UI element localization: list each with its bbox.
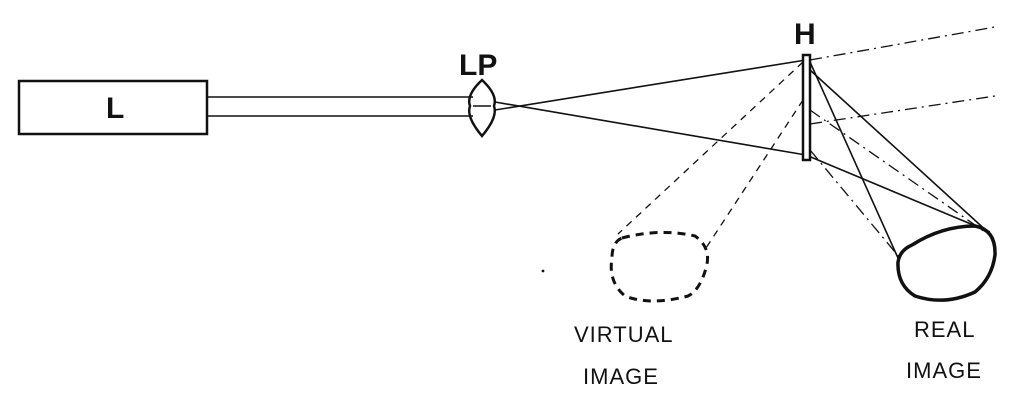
real-ray-1: [809, 61, 899, 259]
virtual-image-label-line2: IMAGE: [583, 364, 659, 389]
beam-continuation-lower: [805, 154, 991, 233]
real-ray-3: [809, 109, 986, 233]
virtual-ray-right: [705, 99, 804, 249]
virtual-ray-left: [617, 61, 804, 235]
laser-label: L: [106, 92, 124, 125]
beam-ray-upper: [494, 59, 807, 111]
real-ray-2: [809, 69, 991, 235]
real-image-label-line2: IMAGE: [906, 358, 982, 383]
virtual-image-label-line1: VIRTUAL: [574, 322, 674, 347]
real-image-shape: [896, 224, 997, 302]
ray-right-upper: [809, 26, 996, 61]
real-image-label-line1: REAL: [914, 317, 975, 342]
laser-box: [17, 79, 209, 136]
hologram-label: H: [794, 18, 816, 51]
stray-dot: [541, 269, 545, 273]
virtual-image-shape: [609, 230, 710, 303]
beam-ray-lower: [494, 101, 807, 156]
lens-shape: [468, 78, 496, 138]
ray-right-middle: [809, 95, 996, 125]
hologram-plate: [801, 53, 812, 162]
real-ray-4: [809, 149, 901, 259]
lens-label: LP: [459, 49, 497, 82]
